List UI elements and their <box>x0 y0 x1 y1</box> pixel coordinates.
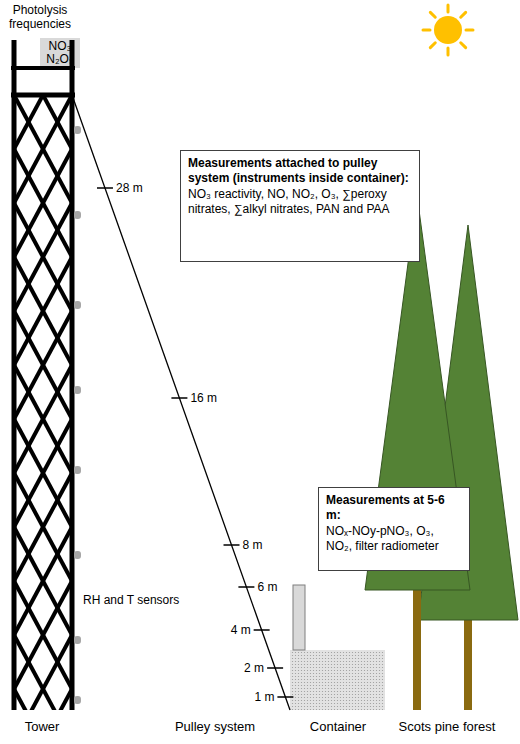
lattice-strut <box>14 311 72 419</box>
tower-bar <box>11 66 75 70</box>
box-heading: Measurements at 5-6 m: <box>326 493 462 523</box>
lattice-strut <box>14 419 72 527</box>
height-tick <box>97 187 113 189</box>
sensor-label: RH and T sensors <box>83 593 179 607</box>
text-box: Measurements at 5-6 m:NOₓ-NOy-pNO₃, O₃, … <box>318 487 470 571</box>
sun-ray <box>466 29 473 32</box>
height-label: 1 m <box>254 690 274 704</box>
lattice-strut <box>14 635 72 710</box>
tree-trunk <box>464 620 472 710</box>
tower-leg <box>12 40 17 710</box>
box-heading: Photolysis frequencies <box>2 3 78 31</box>
lattice-strut <box>14 203 72 311</box>
box-body: NOₓ-NOy-pNO₃, O₃, NO₂, filter radiometer <box>326 524 462 554</box>
box-heading: Measurements attached to pulley system (… <box>188 156 412 186</box>
lattice-strut <box>14 473 72 581</box>
height-ticks <box>97 188 293 697</box>
lattice-strut <box>14 95 72 149</box>
height-tick <box>277 696 293 698</box>
lattice-strut <box>14 365 72 473</box>
sun-disc <box>434 16 462 44</box>
inlet-mast <box>293 585 305 650</box>
lattice-strut <box>14 689 72 710</box>
sun-ray <box>423 29 430 32</box>
sensor-mount <box>74 301 81 309</box>
height-tick <box>238 586 254 588</box>
sun-ray <box>461 43 466 48</box>
lattice-strut <box>14 203 72 311</box>
sun-ray <box>430 12 435 17</box>
part-label: Scots pine forest <box>399 720 496 734</box>
sensor-mount <box>74 466 81 474</box>
lattice-strut <box>14 149 72 257</box>
lattice-strut <box>14 527 72 635</box>
lattice-strut <box>14 527 72 635</box>
tower-bar <box>11 93 75 98</box>
lattice-strut <box>14 149 72 257</box>
lattice-strut <box>14 581 72 689</box>
lattice-strut <box>14 365 72 473</box>
sensor-mount <box>74 636 81 644</box>
height-tick <box>267 667 283 669</box>
lattice-strut <box>14 581 72 689</box>
height-tick <box>254 629 270 631</box>
sensor-mount <box>74 211 81 219</box>
container <box>290 650 385 710</box>
part-label: Pulley system <box>175 720 255 734</box>
box-body: NO₃ N₂O₅ <box>41 40 79 66</box>
sun-symbol <box>423 5 473 55</box>
lattice-strut <box>14 95 72 149</box>
tower-lattice <box>14 95 72 710</box>
height-label: 2 m <box>244 661 264 675</box>
lattice-strut <box>14 635 72 710</box>
height-tick <box>224 544 240 546</box>
tree-trunk <box>413 590 421 710</box>
instrument-box: Photolysis frequenciesNO₃ N₂O₅ <box>40 38 80 68</box>
height-tick <box>171 397 187 399</box>
part-label: Tower <box>25 720 60 734</box>
lattice-strut <box>14 257 72 365</box>
height-label: 6 m <box>257 580 277 594</box>
lattice-strut <box>14 257 72 365</box>
lattice-strut <box>14 95 72 203</box>
height-label: 8 m <box>243 538 263 552</box>
sun-ray <box>447 5 450 12</box>
sensor-mount <box>74 551 81 559</box>
sensor-mount <box>74 696 81 704</box>
height-label: 28 m <box>116 181 143 195</box>
lattice-strut <box>14 311 72 419</box>
lattice-strut <box>14 95 72 203</box>
sun-ray <box>430 43 435 48</box>
lattice-strut <box>14 473 72 581</box>
box-body: NO₃ reactivity, NO, NO₂, O₃, ∑peroxy nit… <box>188 187 412 217</box>
sensor-mount <box>74 126 81 134</box>
sun-ray <box>447 48 450 55</box>
part-label: Container <box>310 720 366 734</box>
lattice-strut <box>14 689 72 710</box>
sensor-mount <box>74 386 81 394</box>
lattice-strut <box>14 419 72 527</box>
text-box: Measurements attached to pulley system (… <box>180 150 420 262</box>
height-label: 4 m <box>231 623 251 637</box>
sun-ray <box>461 12 466 17</box>
height-label: 16 m <box>190 391 217 405</box>
rh-t-sensors <box>74 126 81 704</box>
tower-leg <box>70 40 75 710</box>
